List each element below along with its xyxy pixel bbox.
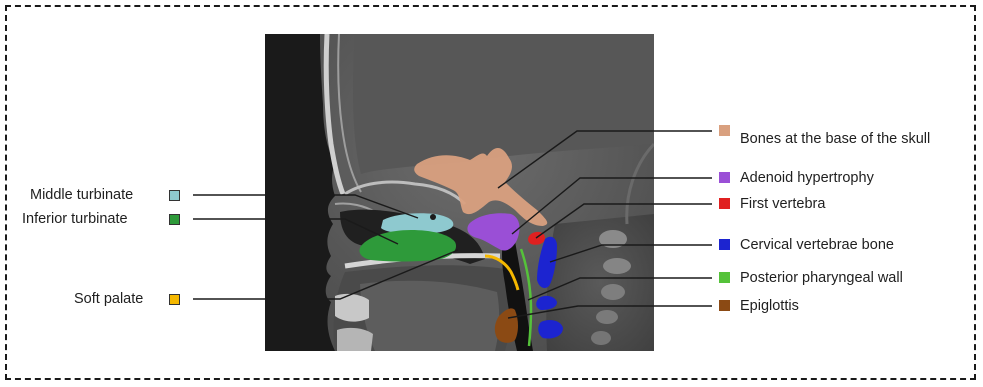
label-middle-turbinate: Middle turbinate (30, 187, 133, 203)
label-inferior-turbinate: Inferior turbinate (22, 211, 128, 227)
label-cervical: Cervical vertebrae bone (740, 237, 894, 253)
swatch-bones-skull (719, 125, 730, 136)
ct-scan-image (265, 34, 654, 351)
label-posterior-wall: Posterior pharyngeal wall (740, 270, 903, 286)
label-bones-skull: Bones at the base of the skull (740, 131, 930, 147)
swatch-soft-palate (169, 294, 180, 305)
swatch-adenoid (719, 172, 730, 183)
label-epiglottis: Epiglottis (740, 298, 799, 314)
swatch-inferior-turbinate (169, 214, 180, 225)
swatch-cervical (719, 239, 730, 250)
swatch-epiglottis (719, 300, 730, 311)
swatch-first-vertebra (719, 198, 730, 209)
label-adenoid: Adenoid hypertrophy (740, 170, 874, 186)
label-first-vertebra: First vertebra (740, 196, 825, 212)
swatch-posterior-wall (719, 272, 730, 283)
label-soft-palate: Soft palate (74, 291, 143, 307)
swatch-middle-turbinate (169, 190, 180, 201)
